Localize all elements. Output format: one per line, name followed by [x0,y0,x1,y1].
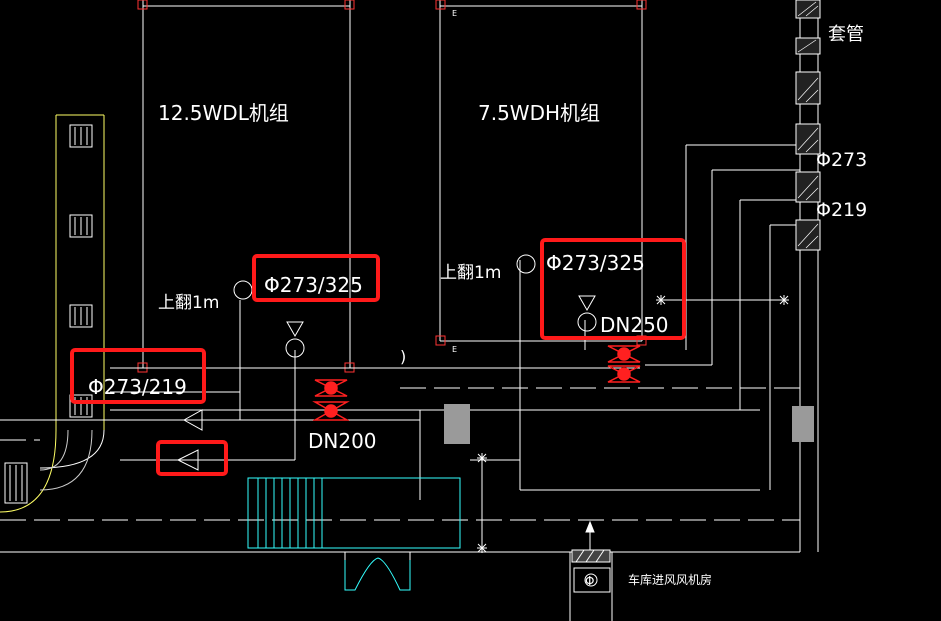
pipe-label-left-325: Φ273/325 [264,273,363,297]
room-label: 车库进风风机房 [628,572,712,587]
diffuser-icons [4,124,93,504]
valve-right [607,345,641,383]
sleeve-hatch [797,1,819,249]
sleeve-label: 套管 [828,24,864,45]
phi219-label: Φ219 [816,199,867,221]
unit-right-label: 7.5WDH机组 [478,101,600,125]
e-marker-bottom: E [452,345,457,354]
raise-right-label: 上翻1m [440,263,501,283]
left-duct [0,114,105,513]
phi273-label: Φ273 [816,149,867,171]
pipe-label-right-325: Φ273/325 [546,251,645,275]
unit-left-label: 12.5WDL机组 [158,101,289,125]
fan-box [571,520,611,593]
phi-small-label: Φ [585,574,594,588]
e-marker-top: E [452,9,457,18]
flow-arrows [176,409,203,471]
dn250-label: DN250 [600,313,669,337]
red-highlights [70,238,686,476]
asterisk-markers [477,295,789,553]
pipe-dashed [0,387,800,521]
gray-block-center [444,404,470,444]
valve-left [312,379,350,421]
dn200-label: DN200 [308,429,377,453]
cyan-louver [247,477,461,591]
sleeve-gray-block [792,406,814,442]
raise-left-label: 上翻1m [158,293,219,313]
paren-mark: ) [400,347,406,366]
unit-right-outline [439,0,643,342]
pipe-label-219: Φ273/219 [88,375,187,399]
sleeve-column [795,0,821,251]
